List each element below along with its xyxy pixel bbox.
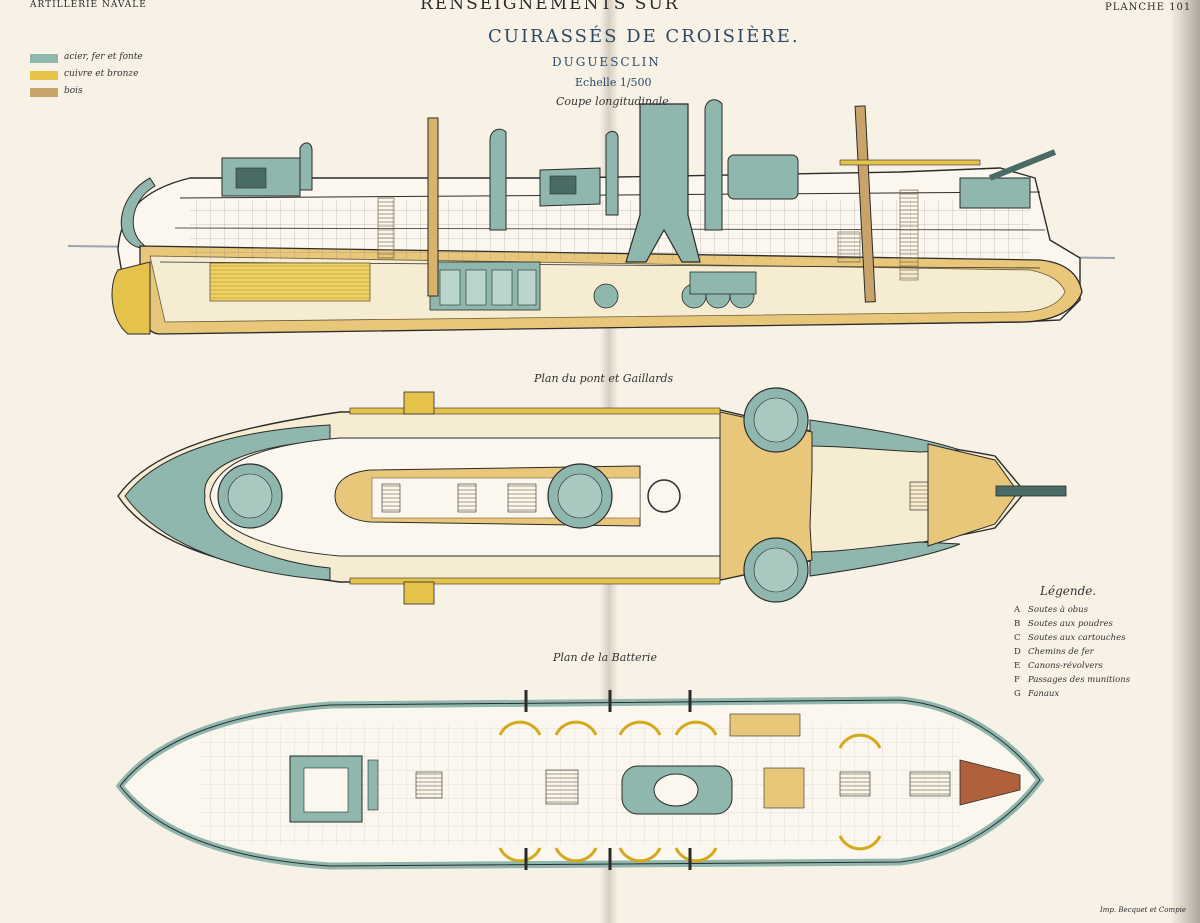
battery-plan [115,690,1045,870]
battery-gun-arcs [498,720,882,863]
main-funnel [625,103,701,263]
header-left: ARTILLERIE NAVALE [30,0,147,10]
section-title-battery: Plan de la Batterie [553,651,657,664]
deck-bow-gun [995,485,1067,497]
printer-credit: Imp. Becquet et Compie [1100,906,1186,914]
section-title-deck: Plan du pont et Gaillards [534,372,674,385]
deck-turrets [217,387,809,603]
swatch-wood [30,88,58,97]
legend-title: Légende. [1040,584,1097,598]
header-top: RENSEIGNEMENTS SUR [420,0,680,14]
deck-aft-armor [124,424,331,581]
deck-plan [117,387,1067,605]
turret-fwd [727,154,799,200]
bow-deck [927,443,1019,547]
ship-name: DUGUESCLIN [552,55,661,69]
ventilator-2 [704,99,723,231]
plate-number: PLANCHE 101 [1105,2,1192,13]
material-label-wood: bois [64,86,83,96]
ladder-1 [377,197,395,259]
stern-block [111,261,151,335]
mainmast [854,105,876,303]
battery-bow-chain [959,759,1021,806]
longitudinal-section [67,99,1116,335]
foremast [427,117,439,297]
page-edge-shadow [1170,0,1200,923]
swatch-brass [30,71,58,80]
ladder-2 [899,189,919,281]
swatch-steel [30,54,58,63]
material-label-steel: acier, fer et fonte [64,52,143,62]
material-label-brass: cuivre et bronze [64,69,139,79]
plate-title: CUIRASSÉS DE CROISIÈRE. [488,26,800,47]
bow-gun-mount [959,177,1031,209]
ventilator-3 [605,130,619,216]
bow-gun-barrel [988,149,1057,181]
ventilator-4 [299,142,313,191]
scale-note: Echelle 1/500 [575,76,652,89]
section-title-longitudinal: Coupe longitudinale [556,95,669,108]
boilers [593,271,757,309]
ventilator-1 [489,128,507,231]
